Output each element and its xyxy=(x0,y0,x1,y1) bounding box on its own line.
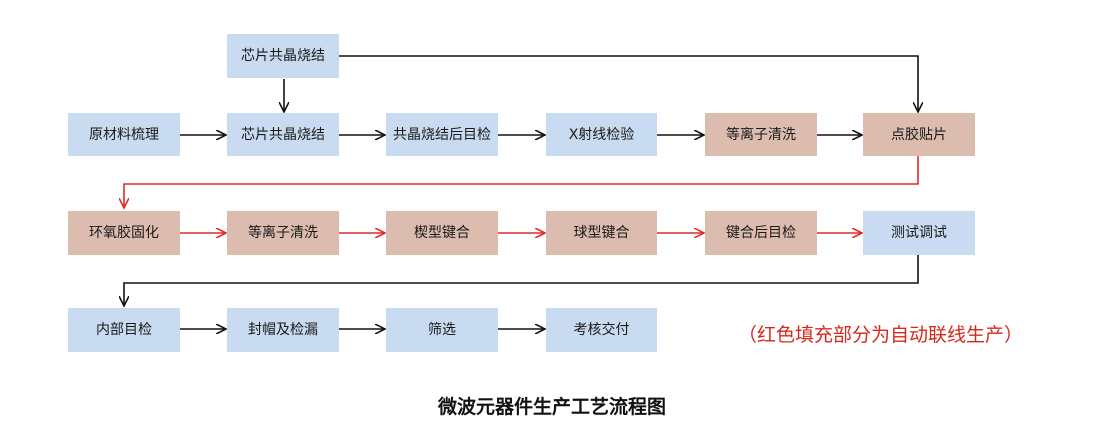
step-xray: X射线检验 xyxy=(546,113,657,156)
legend-note: （红色填充部分为自动联线生产） xyxy=(738,324,1024,346)
step-delivery: 考核交付 xyxy=(546,308,657,352)
step-post-sinter-inspect: 共晶烧结后目检 xyxy=(386,113,498,156)
step-plasma-clean-2: 等离子清洗 xyxy=(227,211,339,255)
step-wedge-bond: 楔型键合 xyxy=(386,211,498,255)
step-dispense-attach: 点胶贴片 xyxy=(863,113,975,156)
step-test-tune: 测试调试 xyxy=(863,211,975,255)
step-plasma-clean-1: 等离子清洗 xyxy=(705,113,817,156)
step-internal-inspect: 内部目检 xyxy=(68,308,180,352)
step-ball-bond: 球型键合 xyxy=(546,211,657,255)
arrow-dispense-to-epoxy xyxy=(124,156,919,208)
step-chip-eutectic-top: 芯片共晶烧结 xyxy=(227,34,339,78)
arrow-test-to-internal xyxy=(124,255,919,306)
step-post-bond-inspect: 键合后目检 xyxy=(705,211,817,255)
step-raw-material: 原材料梳理 xyxy=(68,113,180,156)
step-chip-eutectic: 芯片共晶烧结 xyxy=(227,113,339,156)
step-seal-leak: 封帽及检漏 xyxy=(227,308,339,352)
step-screening: 筛选 xyxy=(386,308,498,352)
diagram-title: 微波元器件生产工艺流程图 xyxy=(437,396,666,418)
step-epoxy-cure: 环氧胶固化 xyxy=(68,211,180,255)
arrow-top-chip-to-dispense xyxy=(339,55,918,112)
